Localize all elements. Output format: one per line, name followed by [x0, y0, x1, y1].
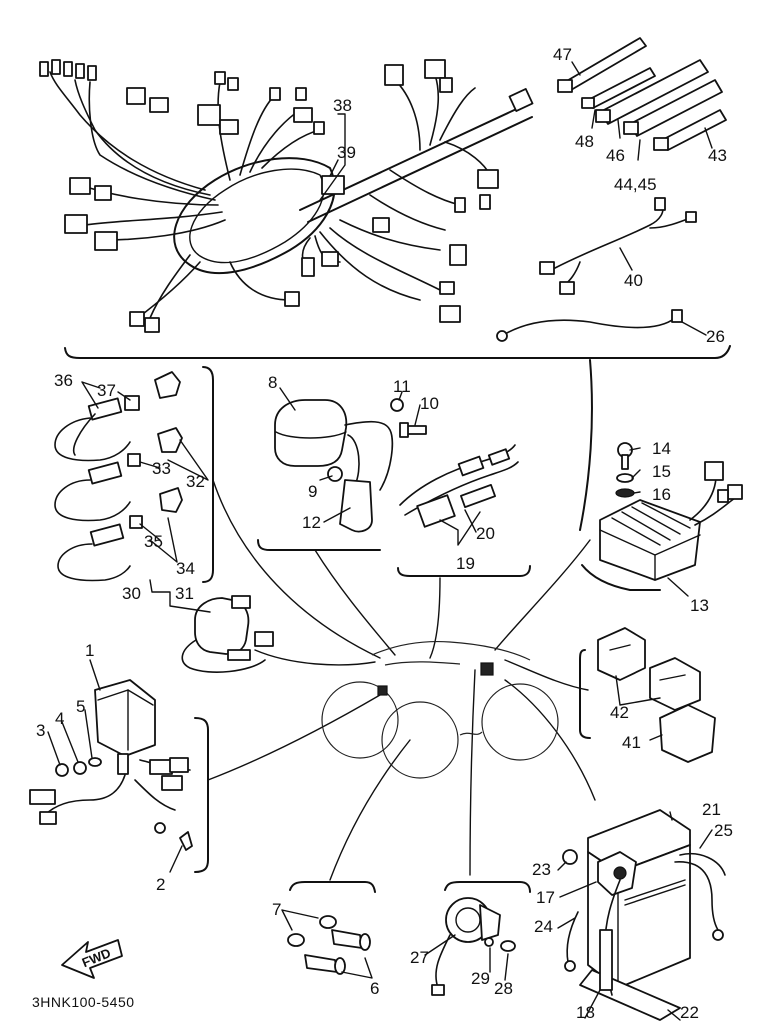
label-26: 26 [706, 327, 725, 346]
label-46: 46 [606, 146, 625, 165]
rectifier-regulator [599, 442, 743, 581]
fuse-holders [287, 915, 371, 975]
battery [562, 809, 726, 1021]
forward-arrow: FWD [61, 939, 123, 979]
label-37: 37 [97, 381, 116, 400]
label-25: 25 [714, 821, 733, 840]
label-42: 42 [610, 703, 629, 722]
drawing-code: 3HNK100-5450 [32, 994, 135, 1010]
label-9: 9 [308, 482, 317, 501]
label-44-45: 44,45 [614, 175, 657, 194]
location-marker-regulator [480, 662, 494, 676]
location-marker-square [377, 685, 388, 696]
label-24: 24 [534, 917, 553, 936]
horn-assembly [431, 897, 516, 996]
label-7: 7 [272, 900, 281, 919]
label-39: 39 [337, 143, 356, 162]
label-48: 48 [575, 132, 594, 151]
label-2: 2 [156, 875, 165, 894]
label-22: 22 [680, 1003, 699, 1021]
label-41: 41 [622, 733, 641, 752]
ignition-coil [274, 398, 427, 533]
label-27: 27 [410, 948, 429, 967]
label-23: 23 [532, 860, 551, 879]
neutral-switch [181, 595, 274, 673]
label-4: 4 [55, 709, 64, 728]
label-32: 32 [186, 472, 205, 491]
label-40: 40 [624, 271, 643, 290]
lead-wire [496, 309, 683, 342]
label-5: 5 [76, 697, 85, 716]
label-12: 12 [302, 513, 321, 532]
leader-lines [207, 359, 596, 881]
label-11: 11 [393, 377, 411, 396]
frame-outline [321, 640, 559, 779]
label-19: 19 [456, 554, 475, 573]
label-15: 15 [652, 462, 671, 481]
label-28: 28 [494, 979, 513, 998]
label-20: 20 [476, 524, 495, 543]
label-34: 34 [176, 559, 195, 578]
label-18: 18 [576, 1003, 595, 1021]
sub-lead [539, 197, 697, 295]
label-16: 16 [652, 485, 671, 504]
switches [54, 371, 183, 582]
label-35: 35 [144, 532, 163, 551]
terminal-caps [597, 627, 716, 763]
label-6: 6 [370, 979, 379, 998]
relay [29, 679, 193, 851]
label-31: 31 [175, 584, 194, 603]
label-43: 43 [708, 146, 727, 165]
label-10: 10 [420, 394, 439, 413]
callout-labels: 38 39 47 48 46 43 44,45 40 26 36 37 33 3… [36, 45, 733, 1021]
label-29: 29 [471, 969, 490, 988]
wire-harness [39, 59, 534, 333]
label-8: 8 [268, 373, 277, 392]
group-brackets [64, 345, 731, 893]
callout-leaders [47, 61, 713, 1021]
label-17: 17 [536, 888, 555, 907]
label-13: 13 [690, 596, 709, 615]
label-14: 14 [652, 439, 671, 458]
label-47: 47 [553, 45, 572, 64]
label-36: 36 [54, 371, 73, 390]
label-30: 30 [122, 584, 141, 603]
label-1: 1 [85, 641, 94, 660]
starter-relay [399, 444, 519, 528]
cable-ties [557, 37, 727, 151]
label-33: 33 [152, 459, 171, 478]
label-21: 21 [702, 800, 721, 819]
label-3: 3 [36, 721, 45, 740]
label-38: 38 [333, 96, 352, 115]
